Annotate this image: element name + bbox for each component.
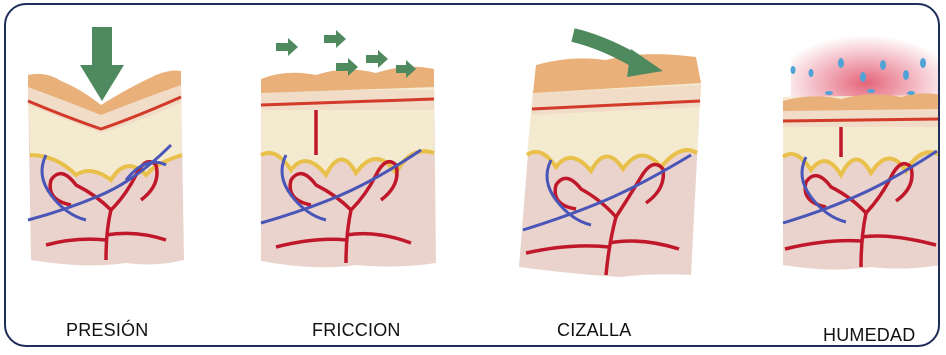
pressure-arrow-icon <box>80 27 124 101</box>
panel-humedad: HUMEDAD <box>771 5 940 305</box>
panel-cizalla: CIZALLA <box>511 5 711 305</box>
panel-friccion: FRICCION <box>246 5 446 305</box>
panel-presion: PRESIÓN <box>6 5 206 305</box>
skin-section-moisture <box>771 5 940 305</box>
skin-section-friction <box>246 5 446 305</box>
label-humedad: HUMEDAD <box>823 325 915 346</box>
skin-section-shear <box>511 5 711 305</box>
figure-frame: PRESIÓN <box>4 3 940 347</box>
label-presion: PRESIÓN <box>66 320 148 341</box>
label-cizalla: CIZALLA <box>557 320 631 341</box>
label-friccion: FRICCION <box>312 320 401 341</box>
skin-section-pressure <box>6 5 206 305</box>
